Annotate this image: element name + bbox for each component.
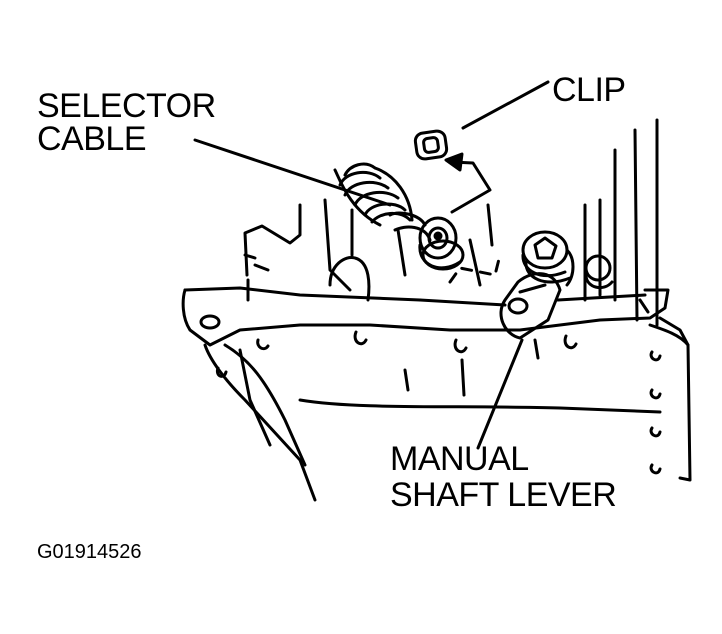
transmission-case <box>245 200 492 300</box>
label-selector-cable-line2: CABLE <box>37 120 147 158</box>
manual-shaft-lever <box>501 232 612 338</box>
leader-manual-shaft-lever <box>478 340 522 448</box>
clip-part <box>414 130 447 160</box>
figure-id: G01914526 <box>37 541 142 563</box>
pan-bolts <box>217 332 660 473</box>
selector-cable <box>335 164 463 269</box>
label-manual-shaft-lever-line1: MANUAL <box>390 440 529 478</box>
label-manual-shaft-lever-line2: SHAFT LEVER <box>390 476 617 514</box>
leader-clip <box>463 82 548 128</box>
leader-selector-cable <box>195 140 390 205</box>
install-dashed-path <box>450 255 500 282</box>
label-clip: CLIP <box>552 71 626 109</box>
leader-lines <box>195 82 548 448</box>
label-selector-cable-line1: SELECTOR <box>37 87 216 125</box>
oil-pan-flange <box>183 288 668 345</box>
clip-install-arrow <box>446 154 490 212</box>
